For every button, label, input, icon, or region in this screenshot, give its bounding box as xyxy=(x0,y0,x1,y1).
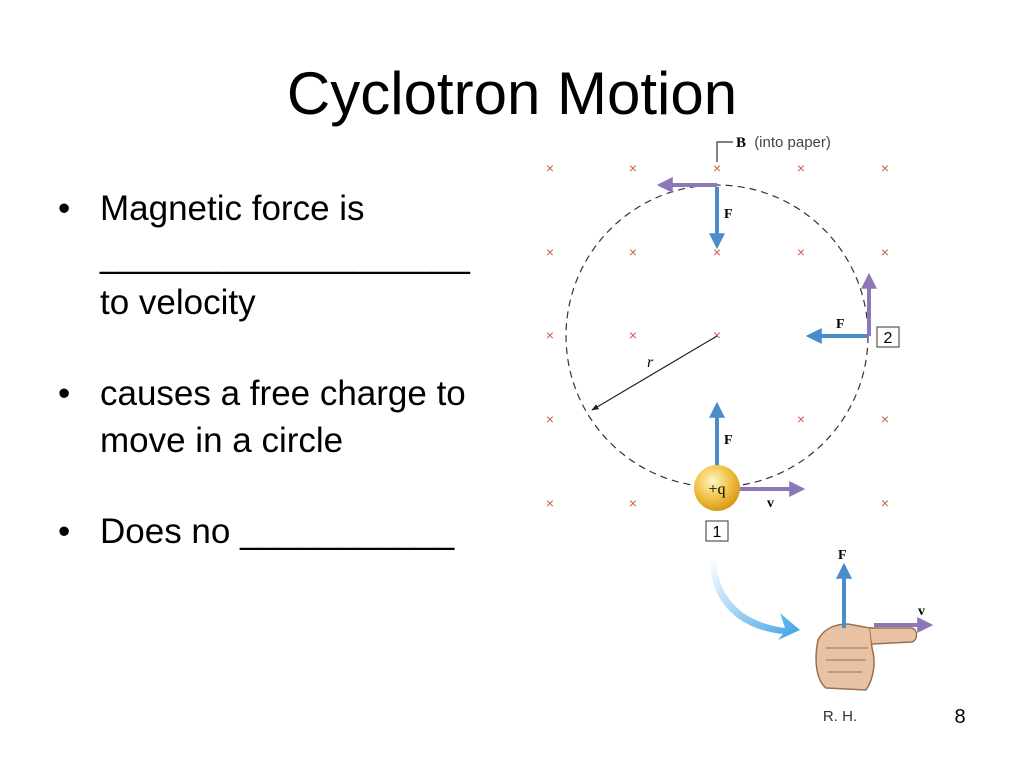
svg-text:×: × xyxy=(629,495,637,511)
bullet-text: causes a free charge to xyxy=(100,374,466,413)
svg-text:×: × xyxy=(546,160,554,176)
bullet-item: • Magnetic force is ___________________ … xyxy=(58,185,528,326)
svg-text:×: × xyxy=(797,160,805,176)
fill-in-blank: ___________________ xyxy=(100,236,470,275)
right-hand-label: R. H. xyxy=(823,708,857,725)
bullet-text: to velocity xyxy=(100,283,256,322)
svg-text:×: × xyxy=(797,411,805,427)
bullet-text: move in a circle xyxy=(100,421,344,460)
charge-particle xyxy=(694,465,740,511)
svg-text:×: × xyxy=(881,160,889,176)
svg-text:×: × xyxy=(881,495,889,511)
bullet-dot: • xyxy=(58,512,71,551)
force-label-top: F xyxy=(724,207,733,222)
b-field-label: B xyxy=(736,135,746,151)
svg-text:×: × xyxy=(713,160,721,176)
position-marker-2 xyxy=(876,326,900,348)
velocity-label-hand: v xyxy=(918,604,925,619)
svg-text:×: × xyxy=(629,327,637,343)
force-label-hand: F xyxy=(838,548,847,563)
slide-title: Cyclotron Motion xyxy=(286,60,738,127)
svg-text:×: × xyxy=(546,411,554,427)
velocity-label-bottom: v xyxy=(767,496,774,511)
svg-text:×: × xyxy=(881,244,889,260)
radius-label: r xyxy=(647,354,654,371)
curved-arrow xyxy=(710,560,800,640)
fill-in-blank: ___________ xyxy=(240,512,455,551)
position-number-2: 2 xyxy=(884,330,893,347)
svg-text:×: × xyxy=(797,244,805,260)
magnetic-field-markers: × × × × × × × × × × × × × × × × × × × xyxy=(546,160,889,511)
svg-text:×: × xyxy=(546,495,554,511)
cyclotron-diagram: × × × × × × × × × × × × × × × × × × × B (into paper) r… xyxy=(546,134,934,725)
position-marker-1 xyxy=(705,520,729,542)
right-hand-icon xyxy=(815,623,918,691)
force-label-bottom: F xyxy=(724,433,733,448)
svg-text:×: × xyxy=(713,244,721,260)
bullet-text: Magnetic force is xyxy=(100,189,365,228)
svg-text:×: × xyxy=(629,160,637,176)
svg-text:×: × xyxy=(546,327,554,343)
position-number-1: 1 xyxy=(713,524,722,541)
field-label-leader xyxy=(716,141,733,162)
svg-text:×: × xyxy=(713,327,721,343)
bullet-item: • Does no ___________ xyxy=(58,508,528,555)
svg-text:×: × xyxy=(629,244,637,260)
bullet-dot: • xyxy=(58,189,71,228)
svg-text:B (into paper): B (into paper) xyxy=(736,134,831,151)
svg-text:×: × xyxy=(881,411,889,427)
radius-line xyxy=(591,335,718,411)
force-label-right: F xyxy=(836,317,845,332)
bullet-dot: • xyxy=(58,374,71,413)
svg-text:×: × xyxy=(546,244,554,260)
slide-number: 8 xyxy=(954,706,966,728)
charge-label: +q xyxy=(708,481,725,498)
bullet-item: • causes a free charge to move in a circ… xyxy=(58,370,528,464)
bullet-list: • Magnetic force is ___________________ … xyxy=(58,185,528,599)
bullet-text: Does no xyxy=(100,512,231,551)
b-field-note: (into paper) xyxy=(754,134,831,151)
